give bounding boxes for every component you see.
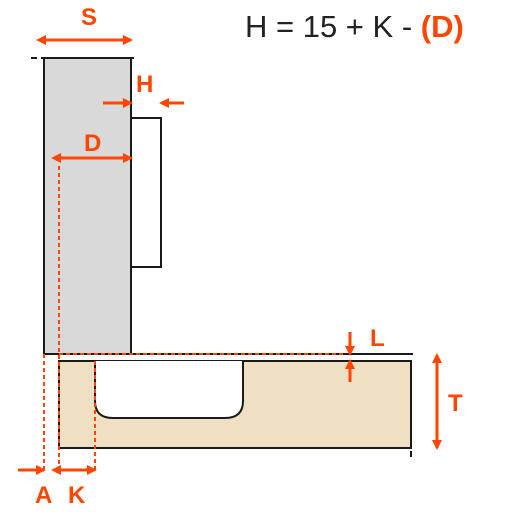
- s-label: S: [81, 4, 97, 31]
- hinge-plate: [130, 117, 162, 268]
- l-label: L: [370, 325, 385, 352]
- t-label: T: [448, 390, 463, 417]
- h-label: H: [136, 71, 153, 98]
- k-label: K: [68, 482, 86, 509]
- a-label: A: [35, 482, 52, 509]
- door-panel: [43, 57, 132, 355]
- formula-text: H = 15 + K - (D): [245, 9, 464, 44]
- hinge-cup-recess: [94, 361, 244, 419]
- d-label: D: [84, 130, 101, 157]
